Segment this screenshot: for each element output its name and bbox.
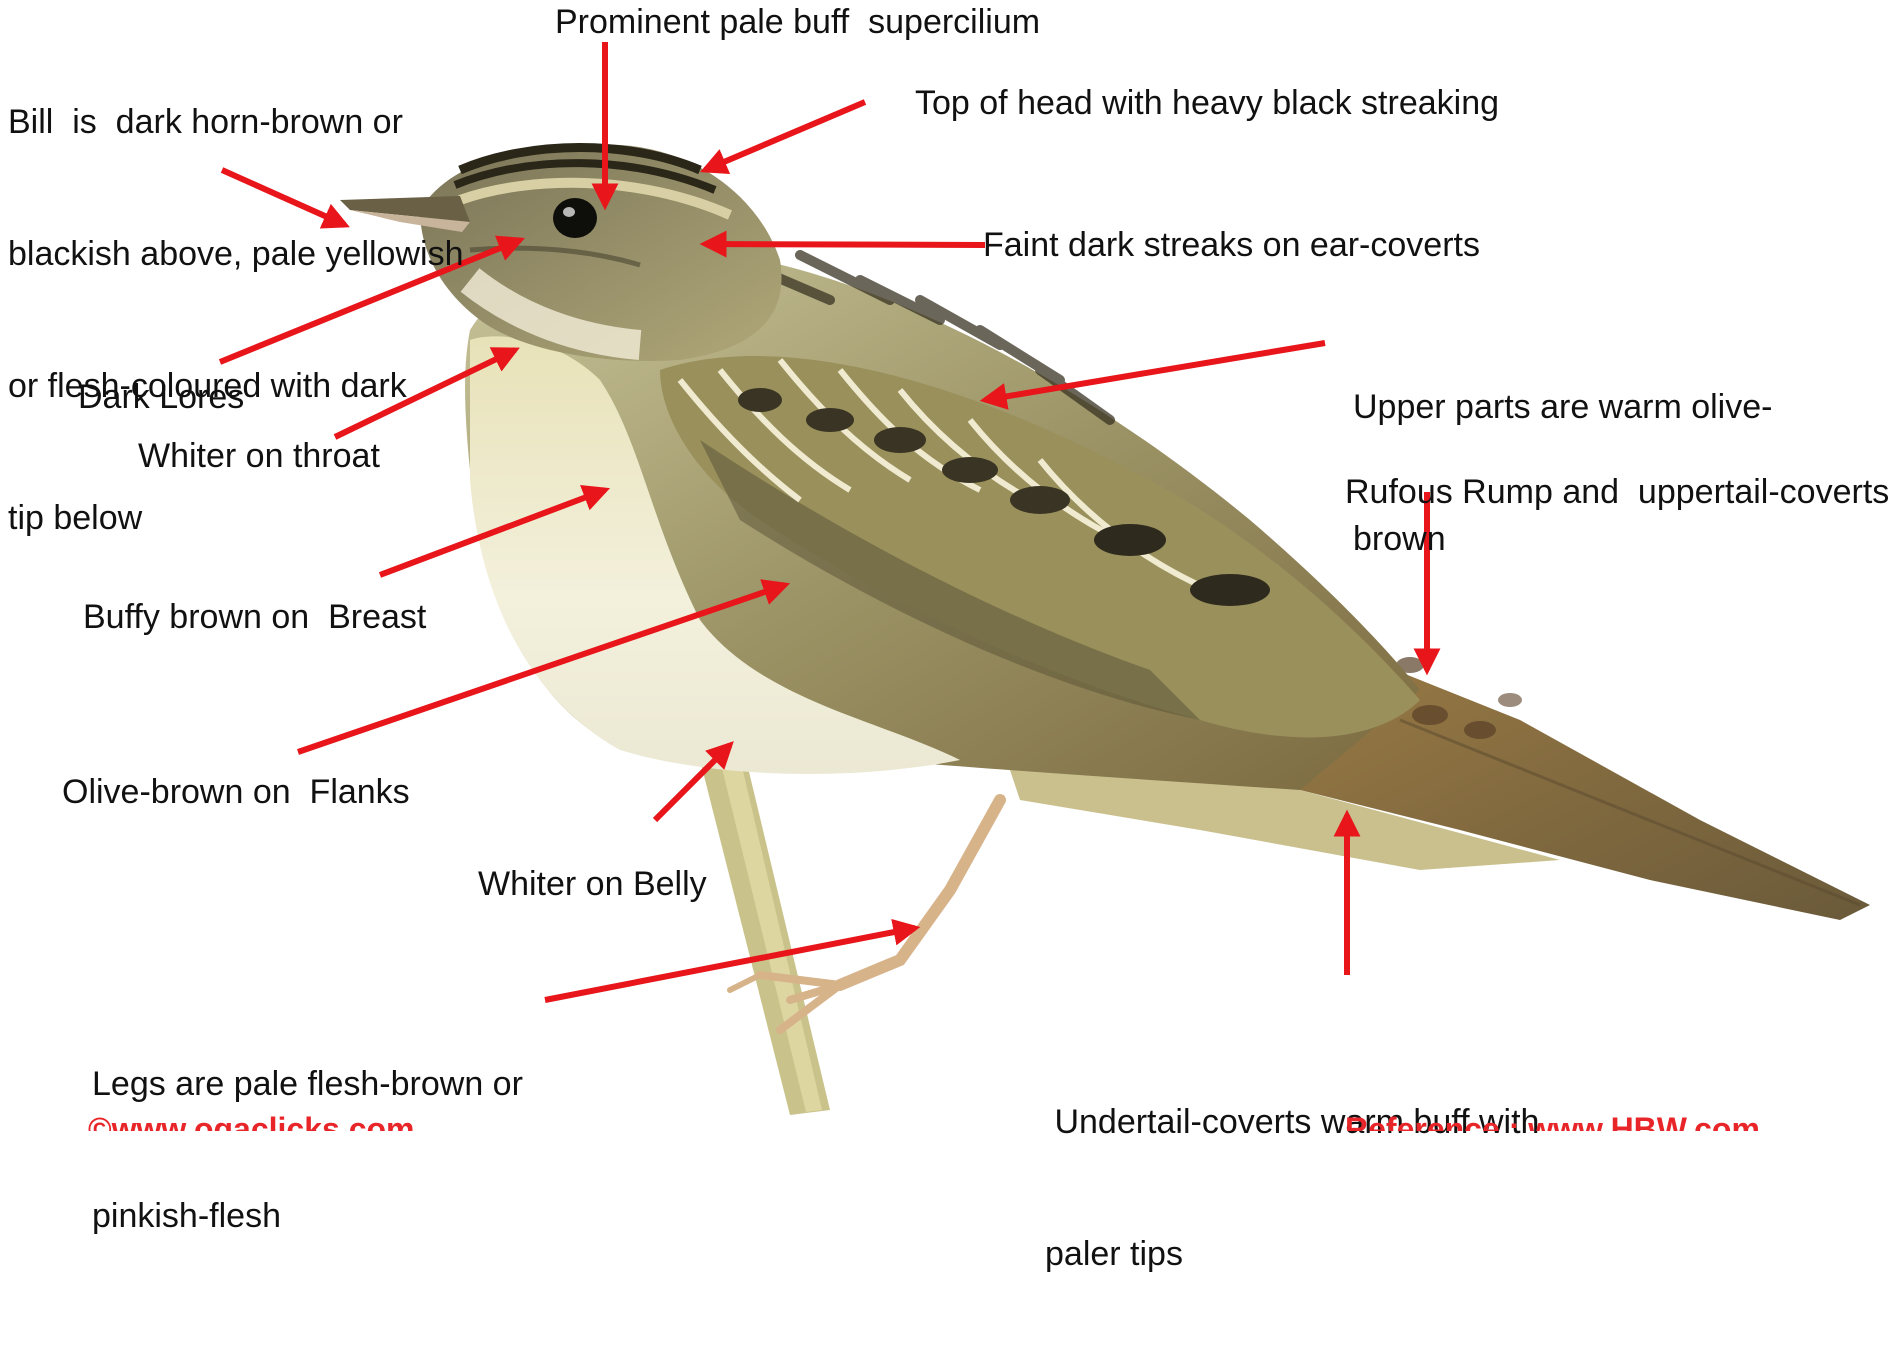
credit-ogaclicks: ©www.ogaclicks.com: [88, 1107, 415, 1131]
label-crown: Top of head with heavy black streaking: [915, 81, 1499, 125]
arrow-crown: [705, 102, 865, 170]
label-bill-line-2: blackish above, pale yellowish: [8, 232, 463, 276]
label-breast: Buffy brown on Breast: [83, 595, 426, 639]
label-legs-line-2: pinkish-flesh: [92, 1194, 523, 1238]
label-bill: Bill is dark horn-brown or blackish abov…: [8, 12, 463, 628]
label-throat: Whiter on throat: [138, 434, 380, 478]
label-upper-parts-line-2: brown: [1353, 517, 1772, 561]
label-bill-line-4: tip below: [8, 496, 463, 540]
label-lores: Dark Lores: [78, 375, 244, 419]
label-bill-line-1: Bill is dark horn-brown or: [8, 100, 463, 144]
credit-hbw: Reference : www.HBW.com: [1345, 1107, 1760, 1131]
label-undertail-line-2: paler tips: [1045, 1232, 1539, 1276]
label-belly: Whiter on Belly: [478, 862, 707, 906]
label-supercilium: Prominent pale buff supercilium: [555, 0, 1040, 44]
label-flanks: Olive-brown on Flanks: [62, 770, 410, 814]
label-ear-coverts: Faint dark streaks on ear-coverts: [983, 223, 1480, 267]
label-rump: Rufous Rump and uppertail-coverts: [1345, 470, 1889, 514]
label-legs-line-1: Legs are pale flesh-brown or: [92, 1062, 523, 1106]
perch-stick: [700, 755, 830, 1115]
bird-diagram: Bill is dark horn-brown or blackish abov…: [0, 0, 1893, 1131]
label-upper-parts-line-1: Upper parts are warm olive-: [1353, 385, 1772, 429]
label-legs: Legs are pale flesh-brown or pinkish-fle…: [92, 974, 523, 1326]
arrow-ear-coverts: [705, 244, 985, 245]
label-undertail: Undertail-coverts warm buff with paler t…: [1045, 1012, 1539, 1364]
